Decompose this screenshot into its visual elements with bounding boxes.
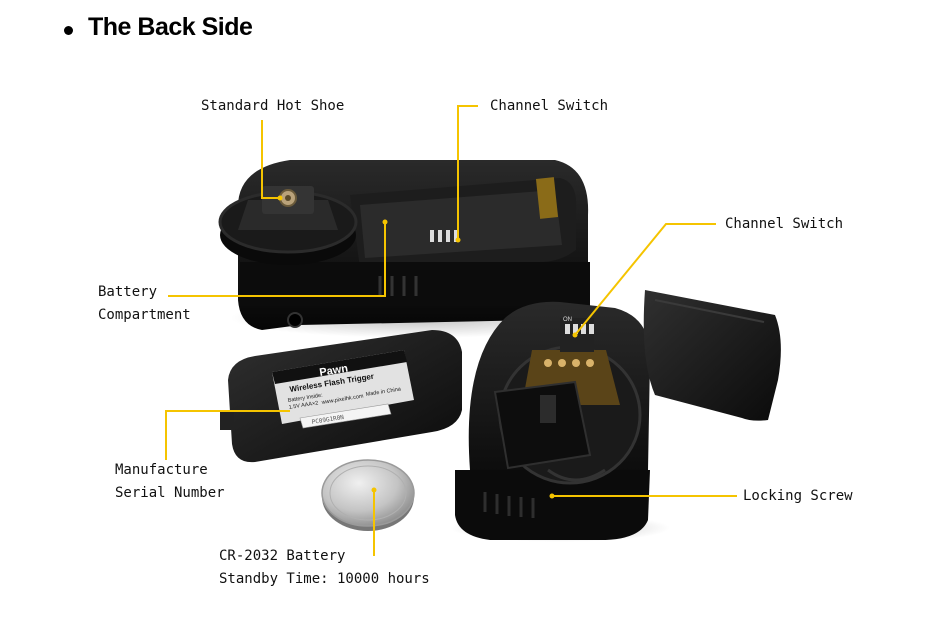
callout-locking-screw: Locking Screw	[743, 488, 853, 504]
callout-battery-compartment: Battery Compartment	[98, 281, 191, 327]
leader-channel-switch-right	[574, 223, 716, 336]
leader-battery-compartment	[168, 222, 386, 297]
receiver-unit	[218, 160, 610, 338]
product-label-battery-inside: Battery Inside:	[287, 392, 323, 403]
callout-battery: CR-2032 Battery Standby Time: 10000 hour…	[219, 545, 430, 591]
callout-serial-number: Manufacture Serial Number	[115, 459, 225, 505]
callout-battery-compartment-line1: Battery	[98, 284, 158, 300]
transmitter-unit: ON	[450, 290, 781, 542]
product-label-battery-spec: 1.5V AAA×2	[288, 400, 318, 411]
callout-channel-switch-top: Channel Switch	[490, 98, 609, 114]
switch-on-label: ON	[563, 317, 572, 323]
leader-hot-shoe	[261, 120, 280, 199]
title-bullet	[64, 26, 73, 35]
callout-hot-shoe: Standard Hot Shoe	[201, 98, 345, 114]
page-title: The Back Side	[88, 13, 253, 41]
battery-cover: Pawn Wireless Flash Trigger Battery Insi…	[220, 330, 462, 463]
callout-battery-line2: Standby Time: 10000 hours	[219, 571, 430, 587]
callout-battery-line1: CR-2032 Battery	[219, 548, 346, 564]
callout-channel-switch-right: Channel Switch	[725, 216, 844, 232]
callout-serial-number-line1: Manufacture	[115, 462, 208, 478]
product-label-brand: Pawn	[319, 363, 350, 379]
callout-serial-number-line2: Serial Number	[115, 485, 225, 501]
cr2032-cell	[321, 459, 415, 531]
leader-serial-number	[165, 410, 290, 460]
leader-dots	[277, 195, 578, 499]
leader-channel-switch-top	[457, 105, 478, 240]
leader-lines	[165, 105, 737, 556]
callout-battery-compartment-line2: Compartment	[98, 307, 191, 323]
product-label-made-in: Made in China	[365, 386, 402, 398]
